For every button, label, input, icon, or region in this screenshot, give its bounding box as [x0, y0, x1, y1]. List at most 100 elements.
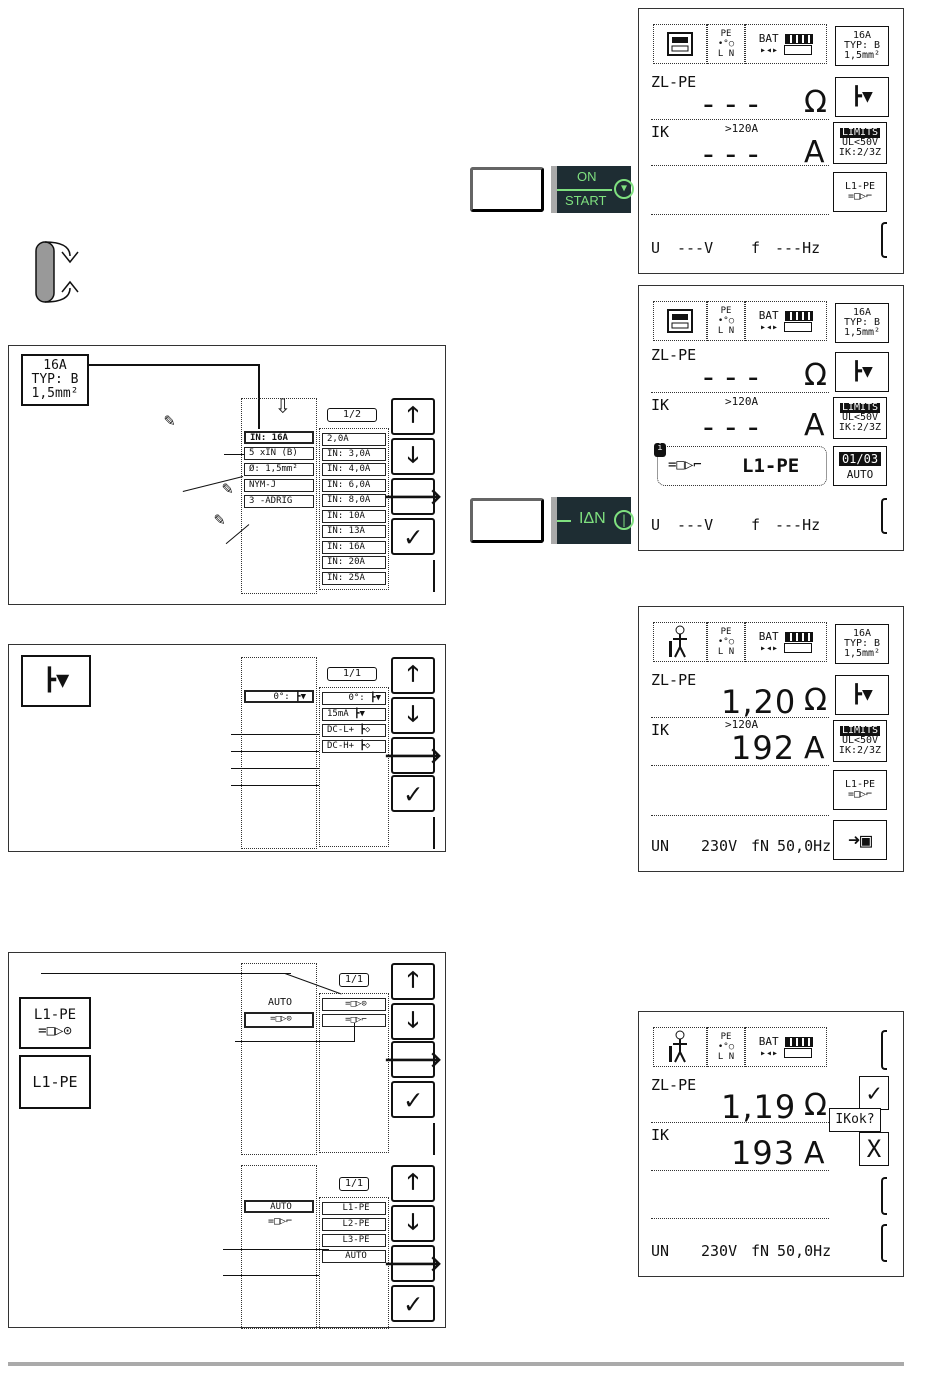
page-indicator: 1/1: [327, 667, 377, 681]
option-list: 2,0A IN: 3,0A IN: 4,0A IN: 6,0A IN: 8,0A…: [319, 428, 389, 590]
save-button[interactable]: ➜▣: [833, 820, 887, 860]
pe-ln-icon: PE•°○L N: [707, 1027, 745, 1067]
option-item[interactable]: IN: 6,0A: [322, 479, 386, 492]
option-item[interactable]: IN: 25A: [322, 572, 386, 585]
idn-key-label[interactable]: IΔN |: [551, 497, 634, 544]
panel-probe-mode: L1-PE=□▷⊙ L1-PE AUTO =□▷⊙ 1/1 =□▷⊙ =□▷⌐ …: [8, 952, 446, 1329]
option-item[interactable]: =□▷⊙: [322, 998, 386, 1011]
mode-button[interactable]: L1-PE: [19, 1055, 91, 1109]
page-indicator: 1/2: [327, 408, 377, 422]
auto-option[interactable]: AUTO: [244, 1200, 314, 1213]
battery-icon: [785, 1037, 814, 1047]
rcd-icon: ┣▼: [851, 361, 873, 382]
option-item[interactable]: 2,0A: [322, 433, 386, 446]
param-item[interactable]: NYM-J: [244, 479, 314, 492]
pe-ln-icon: PE•°○L N: [707, 622, 745, 662]
option-item[interactable]: IN: 16A: [322, 541, 386, 554]
option-list: 0°: ┣▼ 15mA ┣▼ DC-L+ ┣◇ DC-H+ ┣◇: [319, 687, 389, 847]
probe-icon: =□▷⊙: [38, 1023, 72, 1039]
probe-icon: =□▷⌐: [252, 1216, 308, 1228]
param-list: IN: 16A 5 xIN (B) Ø: 1,5mm² NYM-J 3 -ADR…: [241, 398, 317, 594]
edit-icon: ✎: [214, 509, 225, 530]
start-key-frame[interactable]: [470, 167, 544, 212]
rcd-mode-button[interactable]: ┣▼: [835, 77, 889, 117]
right-arrow-button[interactable]: 🡒: [384, 1245, 443, 1282]
confirm-button[interactable]: ✓: [859, 1076, 889, 1110]
meter-icon: [653, 24, 707, 64]
selected-option[interactable]: =□▷⊙: [244, 1012, 314, 1028]
meter-icon: [653, 301, 707, 341]
checkmark-icon: ✓: [866, 1079, 882, 1107]
option-item[interactable]: L3-PE: [322, 1234, 386, 1247]
option-item[interactable]: L2-PE: [322, 1218, 386, 1231]
down-arrow-button[interactable]: 🡓: [391, 697, 435, 734]
option-item[interactable]: L1-PE: [322, 1202, 386, 1215]
panel-rcd-type: ┣▼ 0°: ┣▼ 1/1 0°: ┣▼ 15mA ┣▼ DC-L+ ┣◇ DC…: [8, 644, 446, 852]
pe-ln-icon: PE•°○L N: [707, 301, 745, 341]
option-item[interactable]: IN: 13A: [322, 525, 386, 538]
right-arrow-button[interactable]: 🡒: [384, 1041, 443, 1078]
chevron-down-icon: ▼: [614, 179, 634, 199]
up-arrow-button[interactable]: 🡑: [391, 657, 435, 694]
selected-option[interactable]: 0°: ┣▼: [244, 690, 314, 703]
rcd-icon: ┣▼: [851, 684, 873, 705]
down-arrow-button[interactable]: 🡓: [391, 438, 435, 475]
down-arrow-button[interactable]: 🡓: [391, 1205, 435, 1242]
down-arrow-button[interactable]: 🡓: [391, 1003, 435, 1040]
footer-rule: [8, 1362, 904, 1366]
rcd-icon: ┣▼: [42, 668, 70, 693]
rotate-dial-icon: [22, 236, 88, 308]
probe-mode-button[interactable]: L1-PE=□▷⊙: [19, 997, 91, 1049]
option-item[interactable]: AUTO: [322, 1250, 386, 1263]
right-arrow-button[interactable]: 🡒: [384, 737, 443, 774]
confirm-check-button[interactable]: ✓: [391, 1081, 435, 1118]
option-item[interactable]: DC-H+ ┣◇: [322, 740, 386, 753]
confirm-check-button[interactable]: ✓: [391, 775, 435, 812]
option-item[interactable]: IN: 3,0A: [322, 448, 386, 461]
option-item[interactable]: IN: 20A: [322, 556, 386, 569]
up-arrow-button[interactable]: 🡑: [391, 963, 435, 1000]
softkey-bracket: [881, 222, 887, 258]
option-item[interactable]: IN: 8,0A: [322, 494, 386, 507]
param-item[interactable]: 5 xIN (B): [244, 447, 314, 460]
rcd-mode-button[interactable]: ┣▼: [835, 352, 889, 392]
rcd-mode-button[interactable]: ┣▼: [21, 655, 91, 707]
confirm-check-button[interactable]: ✓: [391, 518, 435, 555]
softkey-bracket: [881, 1030, 887, 1070]
param-item[interactable]: Ø: 1,5mm²: [244, 463, 314, 476]
option-item[interactable]: DC-L+ ┣◇: [322, 724, 386, 737]
up-arrow-button[interactable]: 🡑: [391, 1165, 435, 1202]
start-key-label[interactable]: ON START ▼: [551, 166, 634, 213]
battery-status: BAT ▸◂▸: [745, 301, 827, 341]
ikok-prompt: IKok?: [829, 1108, 881, 1132]
option-item[interactable]: 15mA ┣▼: [322, 708, 386, 721]
right-arrow-button[interactable]: 🡒: [384, 478, 443, 515]
param-item[interactable]: 3 -ADRIG: [244, 495, 314, 508]
probe-mode-button[interactable]: L1-PE=□▷⌐: [833, 172, 887, 212]
person-icon: [653, 622, 707, 662]
rcd-mode-button[interactable]: ┣▼: [835, 675, 889, 715]
battery-status: BAT ▸◂▸: [745, 24, 827, 64]
close-icon: X: [866, 1135, 882, 1163]
idn-key-frame[interactable]: [470, 498, 544, 543]
reject-button[interactable]: X: [859, 1132, 889, 1166]
option-item[interactable]: 0°: ┣▼: [322, 692, 386, 705]
confirm-check-button[interactable]: ✓: [391, 1285, 435, 1322]
battery-icon: [785, 34, 814, 44]
up-arrow-button[interactable]: 🡑: [391, 398, 435, 435]
param-item[interactable]: IN: 16A: [244, 431, 314, 444]
option-item[interactable]: IN: 10A: [322, 510, 386, 523]
mode-indicator: i =□▷⌐ L1-PE: [654, 443, 827, 486]
option-item[interactable]: IN: 4,0A: [322, 463, 386, 476]
probe-mode-button[interactable]: L1-PE=□▷⌐: [833, 770, 887, 810]
